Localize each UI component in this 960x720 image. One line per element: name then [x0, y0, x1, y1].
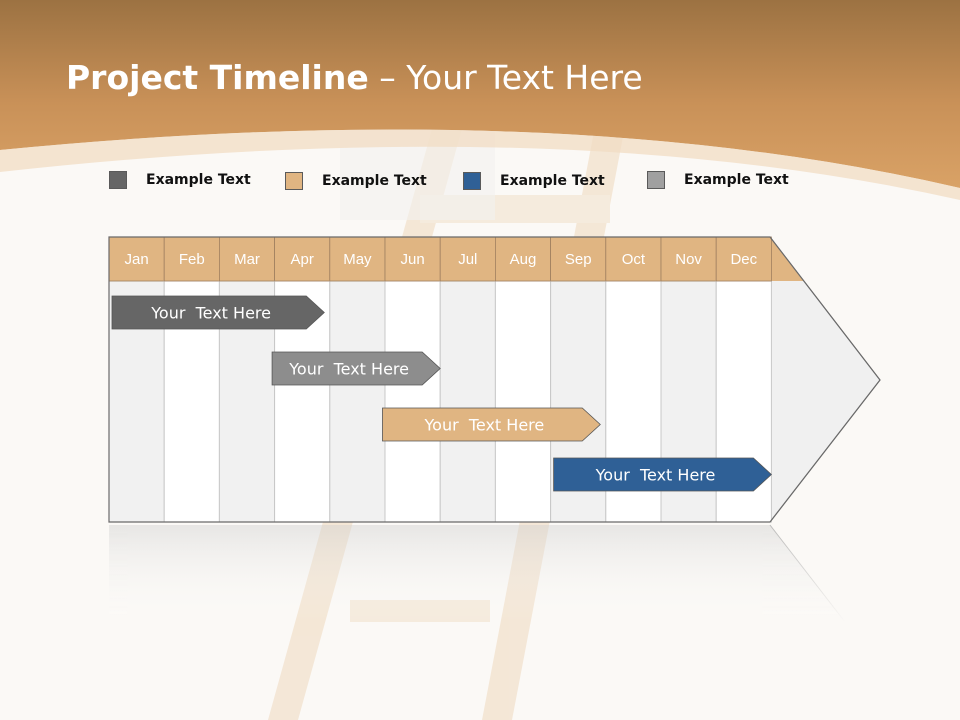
- slide-title: Project Timeline – Your Text Here: [66, 58, 643, 97]
- title-rest: – Your Text Here: [368, 58, 643, 97]
- legend-swatch-dark-gray: [109, 171, 127, 189]
- month-columns: Jan Feb Mar Apr May Jun Jul Aug Sep Oct Nov Dec: [108, 236, 804, 523]
- timeline-reflection: [108, 524, 846, 623]
- month-header-cell: [494, 236, 551, 282]
- month-header-cell: [715, 236, 772, 282]
- month-column: [329, 280, 386, 523]
- month-column: [494, 280, 552, 523]
- month-column: [384, 280, 441, 523]
- month-label: Dec: [730, 251, 757, 268]
- month-header-cell: [384, 236, 441, 282]
- month-label: May: [343, 251, 372, 268]
- legend-label: Example Text: [500, 173, 605, 189]
- month-label: Feb: [179, 251, 205, 268]
- month-header-cell: [108, 236, 165, 282]
- timeline-bar-arrow[interactable]: [271, 351, 441, 386]
- legend-swatch-blue: [463, 172, 481, 190]
- timeline-bar[interactable]: Your Text Here: [271, 351, 441, 386]
- legend-label: Example Text: [322, 173, 427, 189]
- legend-swatch-light-gray: [647, 171, 665, 189]
- month-header-cell: [550, 236, 607, 282]
- month-label: Jun: [401, 251, 425, 268]
- month-label: Aug: [510, 251, 537, 268]
- timeline-bar-label: Your Text Here: [150, 304, 271, 323]
- legend-swatch-tan: [285, 172, 303, 190]
- month-label: Apr: [291, 251, 314, 268]
- month-label: Sep: [565, 251, 592, 268]
- month-header-cell: [439, 236, 496, 282]
- month-label: Nov: [675, 251, 702, 268]
- month-header-cell: [218, 236, 275, 282]
- title-bold: Project Timeline: [66, 58, 369, 97]
- month-header-cell: [163, 236, 220, 282]
- legend-label: Example Text: [684, 172, 789, 188]
- month-label: Mar: [234, 251, 260, 268]
- legend-label: Example Text: [146, 172, 251, 188]
- timeline-bar-arrow[interactable]: [111, 295, 325, 330]
- month-label: Oct: [622, 251, 646, 268]
- timeline-bar[interactable]: Your Text Here: [553, 457, 772, 492]
- timeline-bar-label: Your Text Here: [424, 416, 545, 435]
- timeline-bar-arrow[interactable]: [382, 407, 601, 442]
- month-column: [439, 280, 496, 523]
- timeline-bar-arrow[interactable]: [553, 457, 772, 492]
- timeline-arrow-outline: [108, 236, 881, 523]
- header-band: [0, 0, 960, 188]
- month-label: Jul: [458, 251, 477, 268]
- timeline-bar-label: Your Text Here: [595, 466, 716, 485]
- timeline-bar-label: Your Text Here: [288, 360, 409, 379]
- timeline-bar[interactable]: Your Text Here: [382, 407, 601, 442]
- timeline-bar[interactable]: Your Text Here: [111, 295, 325, 330]
- month-label: Jan: [125, 251, 149, 268]
